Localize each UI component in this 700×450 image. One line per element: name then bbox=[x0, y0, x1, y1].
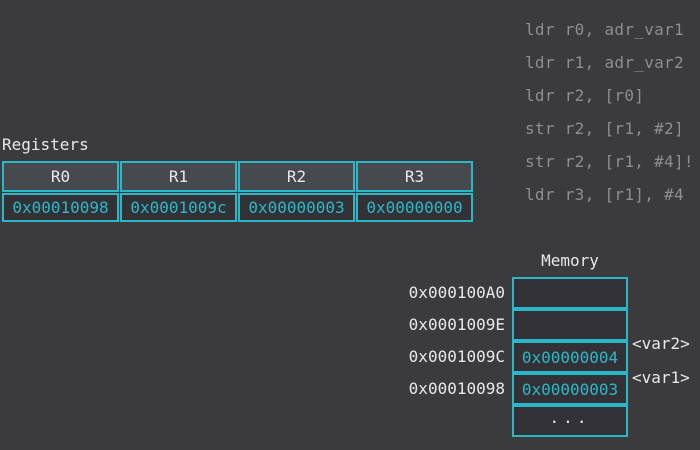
assembly-code-listing: ldr r0, adr_var1 ldr r1, adr_var2 ldr r2… bbox=[525, 13, 694, 211]
memory-address: 0x000100A0 bbox=[408, 283, 505, 302]
memory-cell: 0x00000004 bbox=[512, 341, 628, 373]
register-value-r2: 0x00000003 bbox=[238, 193, 355, 222]
register-name-r3: R3 bbox=[356, 161, 473, 192]
memory-cell-column: 0x00000004 0x00000003 ... bbox=[512, 277, 628, 437]
register-name-r0: R0 bbox=[2, 161, 119, 192]
memory-cell bbox=[512, 277, 628, 309]
memory-cell-value: 0x00000003 bbox=[521, 379, 619, 399]
registers-title: Registers bbox=[2, 135, 89, 154]
memory-address: 0x00010098 bbox=[408, 379, 505, 398]
register-value-r1: 0x0001009c bbox=[120, 193, 237, 222]
code-line: str r2, [r1, #4]! bbox=[525, 152, 694, 171]
memory-cell: 0x00000003 bbox=[512, 373, 628, 405]
var1-label: <var1> bbox=[632, 368, 690, 387]
memory-cell: ... bbox=[512, 405, 628, 437]
memory-title: Memory bbox=[541, 251, 599, 270]
code-line: ldr r1, adr_var2 bbox=[525, 53, 684, 72]
register-value-r3: 0x00000000 bbox=[356, 193, 473, 222]
registers-table: R0 R1 R2 R3 0x00010098 0x0001009c 0x0000… bbox=[2, 161, 473, 222]
register-name-r1: R1 bbox=[120, 161, 237, 192]
code-line: ldr r3, [r1], #4 bbox=[525, 185, 684, 204]
memory-cell-value: 0x00000004 bbox=[521, 347, 619, 367]
memory-address: 0x0001009C bbox=[408, 347, 505, 366]
register-name-r2: R2 bbox=[238, 161, 355, 192]
code-line: ldr r2, [r0] bbox=[525, 86, 645, 105]
register-value-r0: 0x00010098 bbox=[2, 193, 119, 222]
var2-label: <var2> bbox=[632, 334, 690, 353]
code-line: str r2, [r1, #2] bbox=[525, 119, 684, 138]
memory-cell-ellipsis: ... bbox=[549, 407, 591, 427]
memory-address-column: 0x000100A0 0x0001009E 0x0001009C 0x00010… bbox=[385, 277, 505, 405]
memory-address: 0x0001009E bbox=[408, 315, 505, 334]
code-line: ldr r0, adr_var1 bbox=[525, 20, 684, 39]
memory-cell bbox=[512, 309, 628, 341]
